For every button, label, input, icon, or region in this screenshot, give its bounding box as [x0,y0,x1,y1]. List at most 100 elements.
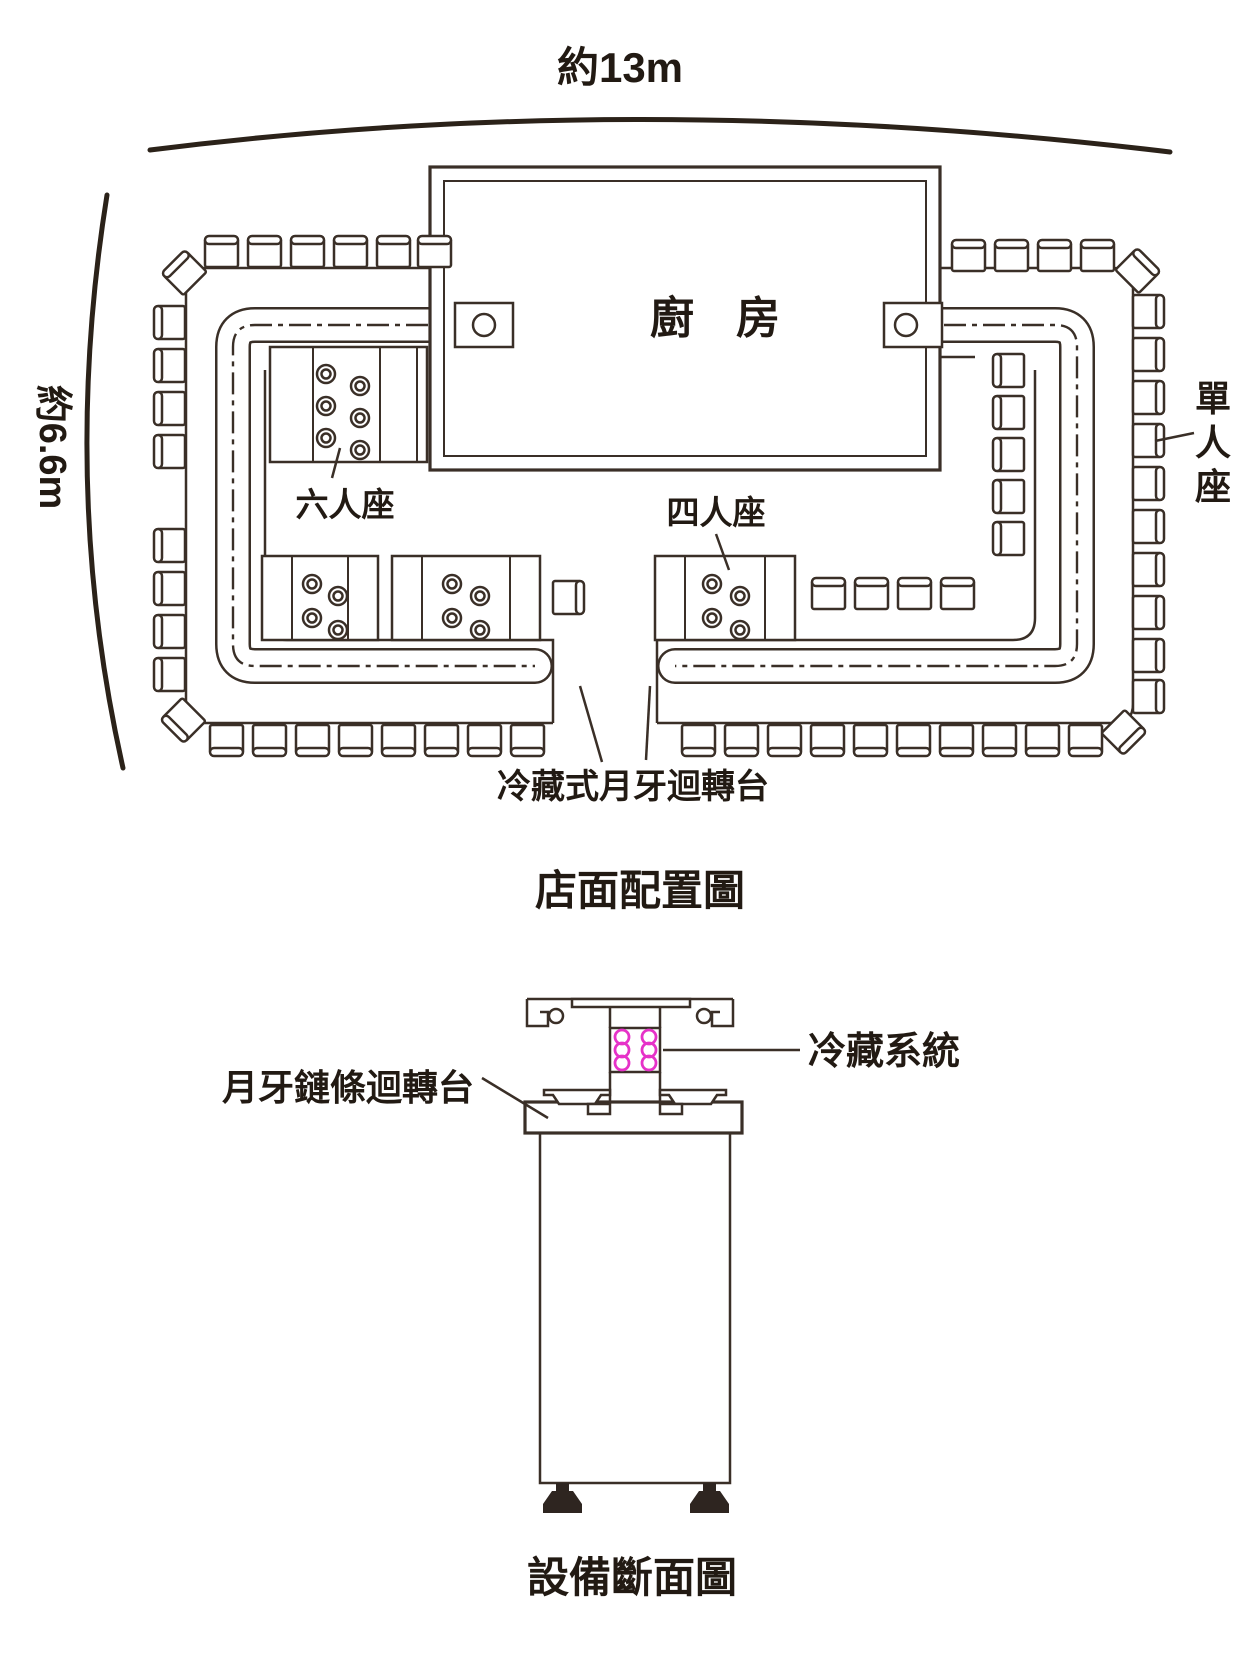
chair [246,234,283,269]
chair [152,347,187,384]
chair [981,723,1018,758]
chair [1131,508,1166,545]
single-seat-label-char2: 人 [1195,422,1231,463]
table-six-seat [268,345,429,464]
kitchen-label-char2: 房 [736,294,780,343]
chair [991,394,1026,431]
tables [260,345,797,642]
chair [991,352,1026,389]
chair [723,723,760,758]
chair [208,723,245,758]
section-column [608,1007,662,1102]
six-seat-leader [330,447,342,479]
chair [1079,238,1116,273]
chair [152,433,187,470]
chair [950,238,987,273]
seat-circle [701,607,723,629]
counter-inner-boundary-right [655,355,1037,723]
dimension-top-label: 約13m [557,44,683,91]
chair [294,723,331,758]
refrigeration-coil [613,1028,658,1072]
seat-circle [701,573,723,595]
seat-circle [327,585,349,607]
kitchen-label-char1: 廚 [650,293,694,343]
chair [152,656,187,693]
chair [152,304,187,341]
section-roller-left [547,1007,565,1025]
chair [852,723,889,758]
single-seat-leader [1154,431,1195,443]
conveyor-drive-box-right [882,301,944,349]
refrigeration-box [608,1026,662,1074]
seat-circle [441,607,463,629]
kitchen-outer-wall [428,165,942,472]
chair [152,527,187,564]
foot-right [690,1483,729,1513]
section-rail-right [658,1088,728,1106]
section-cabinet-body [538,1131,732,1485]
chair [991,520,1026,557]
conveyor-centerline-right [675,323,1079,668]
kitchen: 廚 房 [428,165,944,472]
chair [1131,293,1166,330]
section-caption: 設備斷面圖 [527,1554,737,1601]
chair [152,613,187,650]
chair [551,579,586,616]
chair [1036,238,1073,273]
section-top-counter [525,997,735,1028]
chair [1131,551,1166,588]
six-seat-label: 六人座 [296,486,395,523]
section-conveyor-label: 月牙鏈條迴轉台 [222,1067,474,1108]
refrigeration-label: 冷藏系統 [808,1031,960,1073]
dimension-left-arc [84,192,126,771]
seat-circle [441,573,463,595]
chair [203,234,240,269]
conveyor-leader-right [644,685,652,761]
dimension-left-label: 約6.6m [31,385,73,510]
chair [423,723,460,758]
chair [766,723,803,758]
section-roller-right [695,1007,713,1025]
chair [251,723,288,758]
chair [509,723,546,758]
seat-circle [315,427,337,449]
chair [337,723,374,758]
dimension-top-arc [147,116,1173,155]
seat-circle [349,407,371,429]
section-conveyor-table [523,1088,744,1135]
chair [1067,723,1104,758]
chair [1131,637,1166,674]
floor-plan-caption: 店面配置圖 [535,867,745,914]
table-four-seat-a [260,554,380,642]
chair [1131,465,1166,502]
dimension-top: 約13m [147,44,1173,155]
chair [1131,594,1166,631]
dimension-left: 約6.6m [31,192,126,771]
conveyor-centerline-left [231,323,535,668]
chair [1114,246,1162,295]
conveyor-leader-left [578,685,604,763]
chair [466,723,503,758]
chair [152,390,187,427]
seat-circle [349,375,371,397]
single-seat-label-char3: 座 [1195,466,1231,507]
chair [380,723,417,758]
seat-circle [315,395,337,417]
chair [152,570,187,607]
chair [809,723,846,758]
conveyor-label: 冷藏式月牙迴轉台 [497,768,769,806]
section-top-plate [570,997,692,1009]
four-seat-leader [714,533,731,571]
seat-circle [301,607,323,629]
chair [853,576,890,611]
chair [332,234,369,269]
chair [1024,723,1061,758]
seat-circle [315,363,337,385]
equipment-section-view: 冷藏系統 月牙鏈條迴轉台 設備斷面圖 [222,997,960,1601]
chair [938,723,975,758]
chair [160,248,208,297]
chair [416,234,453,269]
chair [1131,379,1166,416]
